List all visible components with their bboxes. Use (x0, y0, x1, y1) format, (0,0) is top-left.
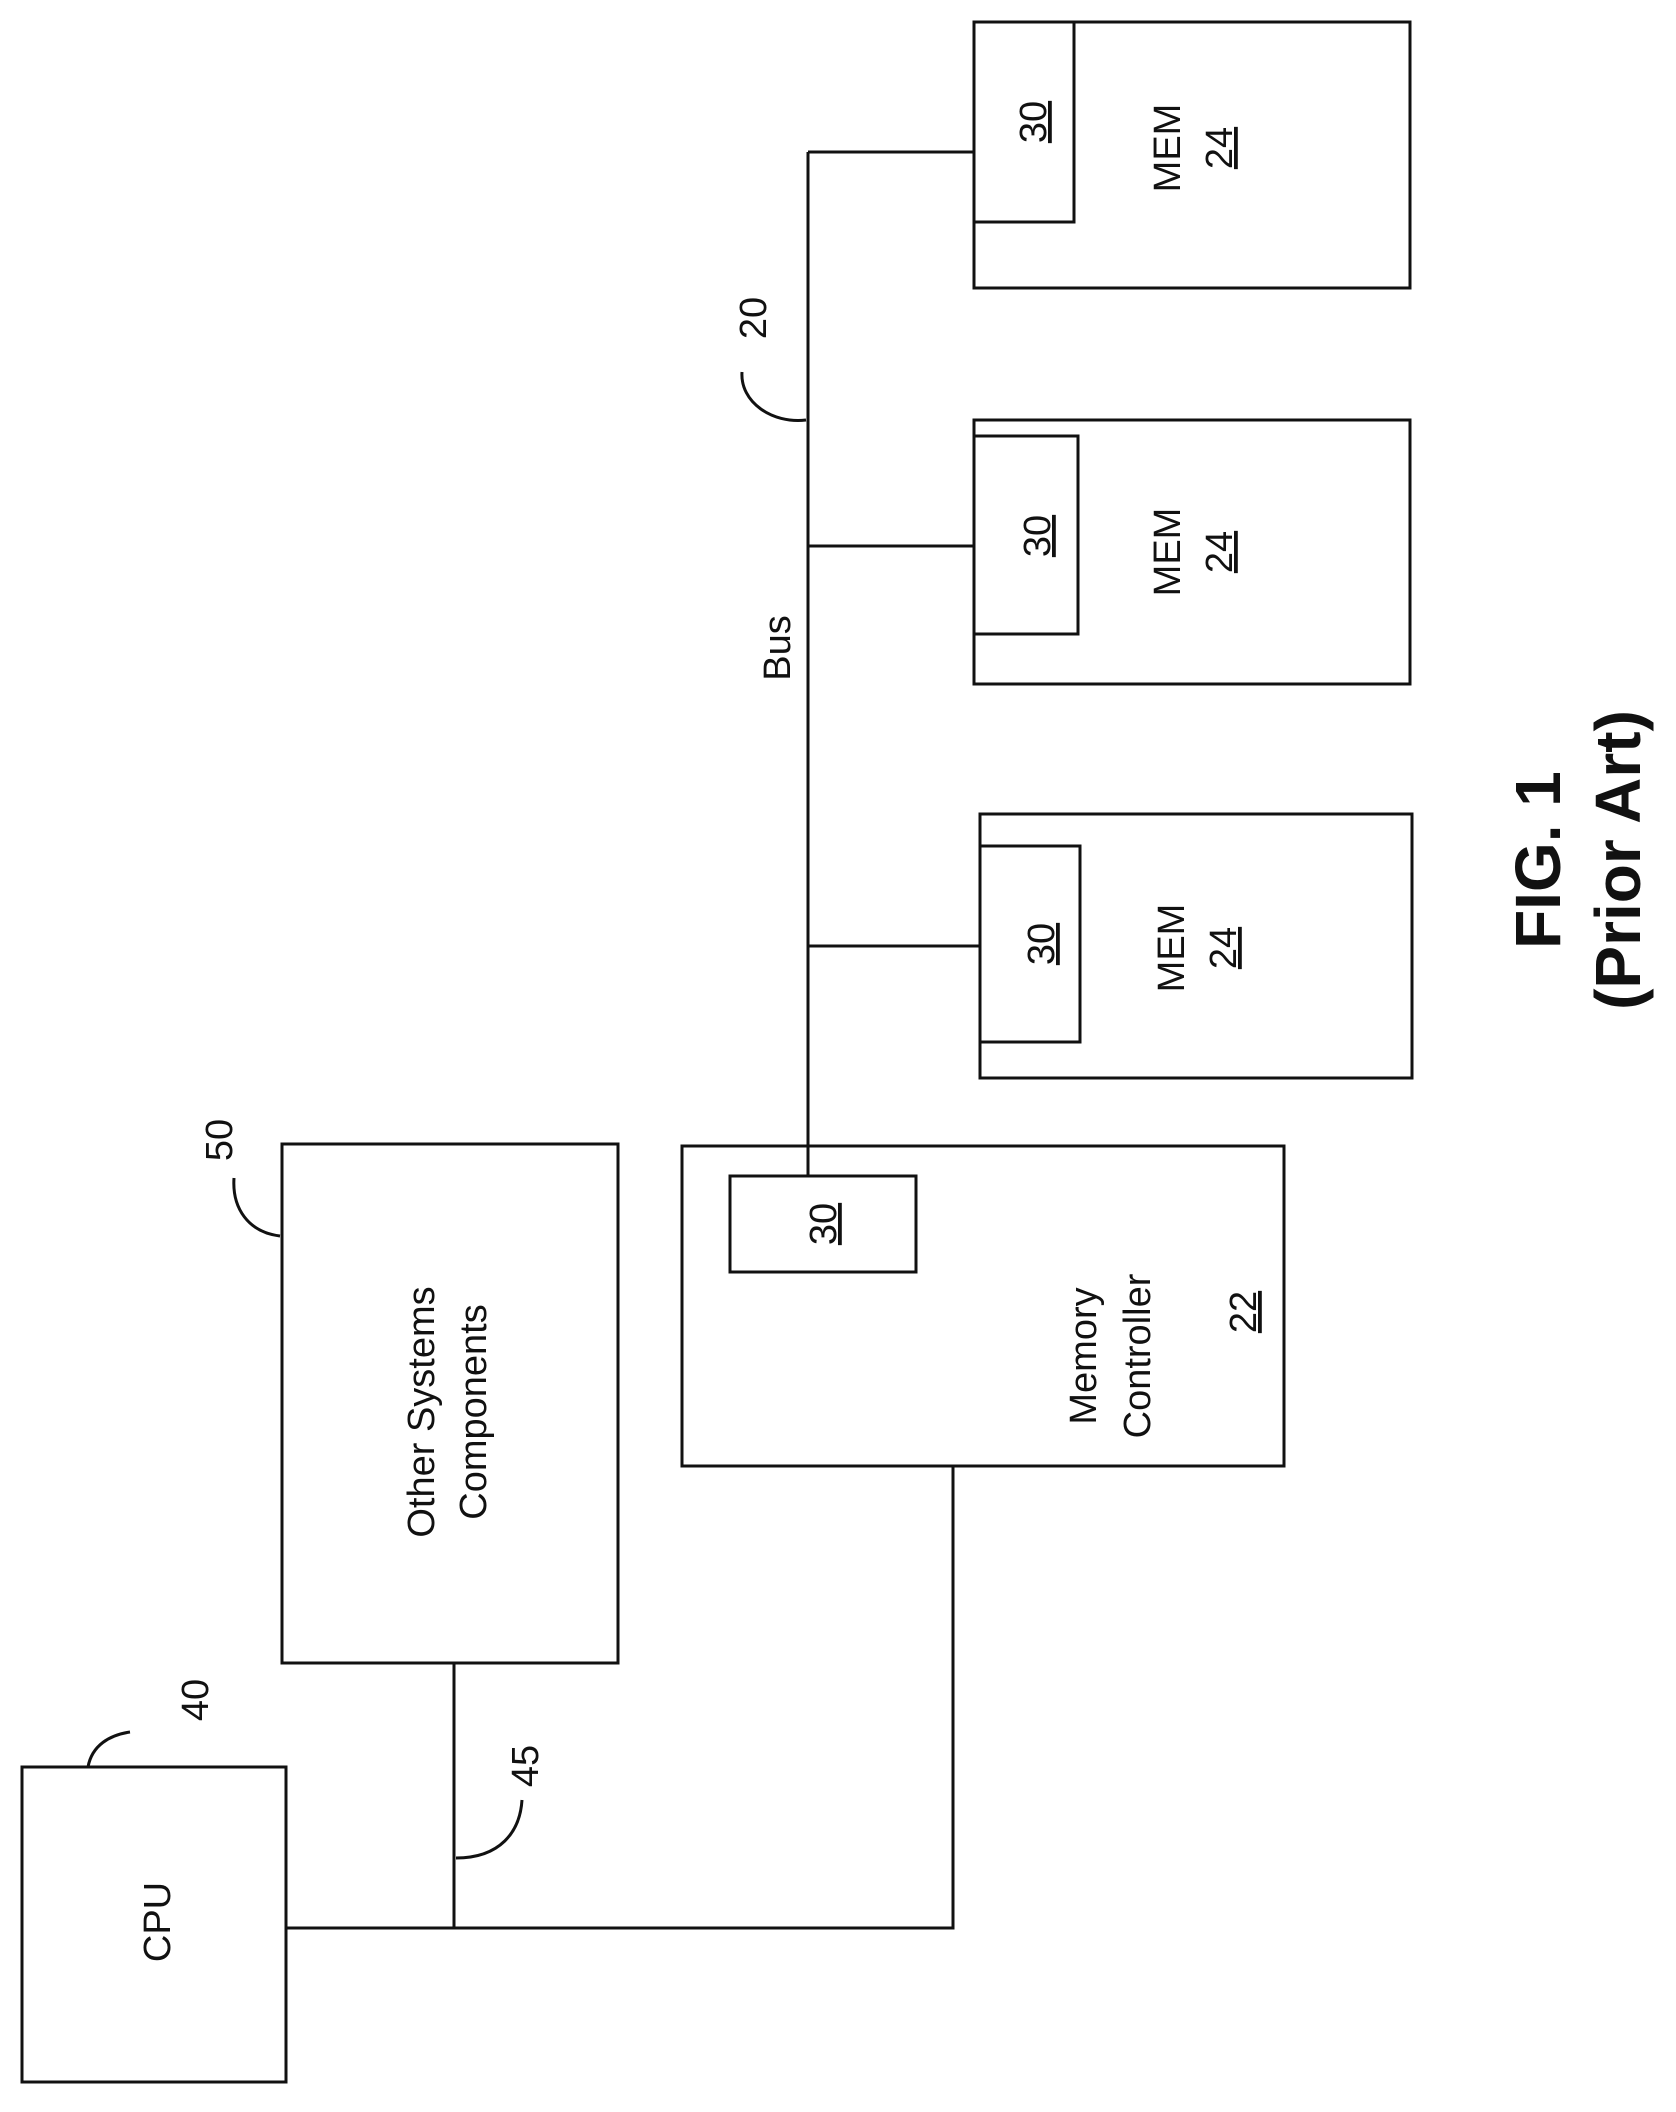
other-systems-block: Other Systems Components (282, 1144, 618, 1663)
figure-subtitle: (Prior Art) (1582, 710, 1654, 1010)
memory-sub-unit-ref: 30 (1013, 101, 1055, 143)
controller-sub-unit-ref: 30 (803, 1203, 845, 1245)
memory-module-label: MEM (1151, 904, 1193, 993)
cpu-label: CPU (137, 1882, 179, 1962)
other-systems-label-line2: Components (453, 1304, 495, 1519)
memory-module-ref: 24 (1199, 127, 1241, 169)
memory-module: 30 MEM 24 (980, 814, 1412, 1078)
memory-sub-unit-ref: 30 (1017, 515, 1059, 557)
memory-module-ref: 24 (1203, 927, 1245, 969)
memory-controller-ref-number: 22 (1223, 1291, 1265, 1333)
memory-module-label: MEM (1147, 508, 1189, 597)
bus: Bus (757, 152, 980, 1176)
memory-controller-block: 30 Memory Controller 22 (682, 1146, 1284, 1466)
memory-controller-label-line2: Controller (1117, 1273, 1159, 1438)
cpu-block: CPU (22, 1767, 286, 2082)
bus-ref-leader (742, 372, 806, 420)
memory-module-ref: 24 (1199, 531, 1241, 573)
figure-title: FIG. 1 (1502, 771, 1574, 949)
other-systems-ref-number: 50 (199, 1119, 241, 1161)
cpu-ref-number: 40 (175, 1679, 217, 1721)
other-systems-label-line1: Other Systems (401, 1286, 443, 1537)
memory-module-label: MEM (1147, 104, 1189, 193)
memory-sub-unit-ref: 30 (1021, 923, 1063, 965)
memory-module: 30 MEM 24 (974, 420, 1410, 684)
interconnect-ref-number: 45 (505, 1745, 547, 1787)
memory-module: 30 MEM 24 (974, 22, 1410, 288)
cpu-ref-leader (88, 1732, 130, 1767)
bus-ref-number: 20 (733, 297, 775, 339)
interconnect-ref-leader (456, 1800, 522, 1858)
other-systems-ref-leader (234, 1178, 280, 1236)
bus-label: Bus (757, 615, 799, 680)
memory-controller-label-line1: Memory (1063, 1287, 1105, 1424)
